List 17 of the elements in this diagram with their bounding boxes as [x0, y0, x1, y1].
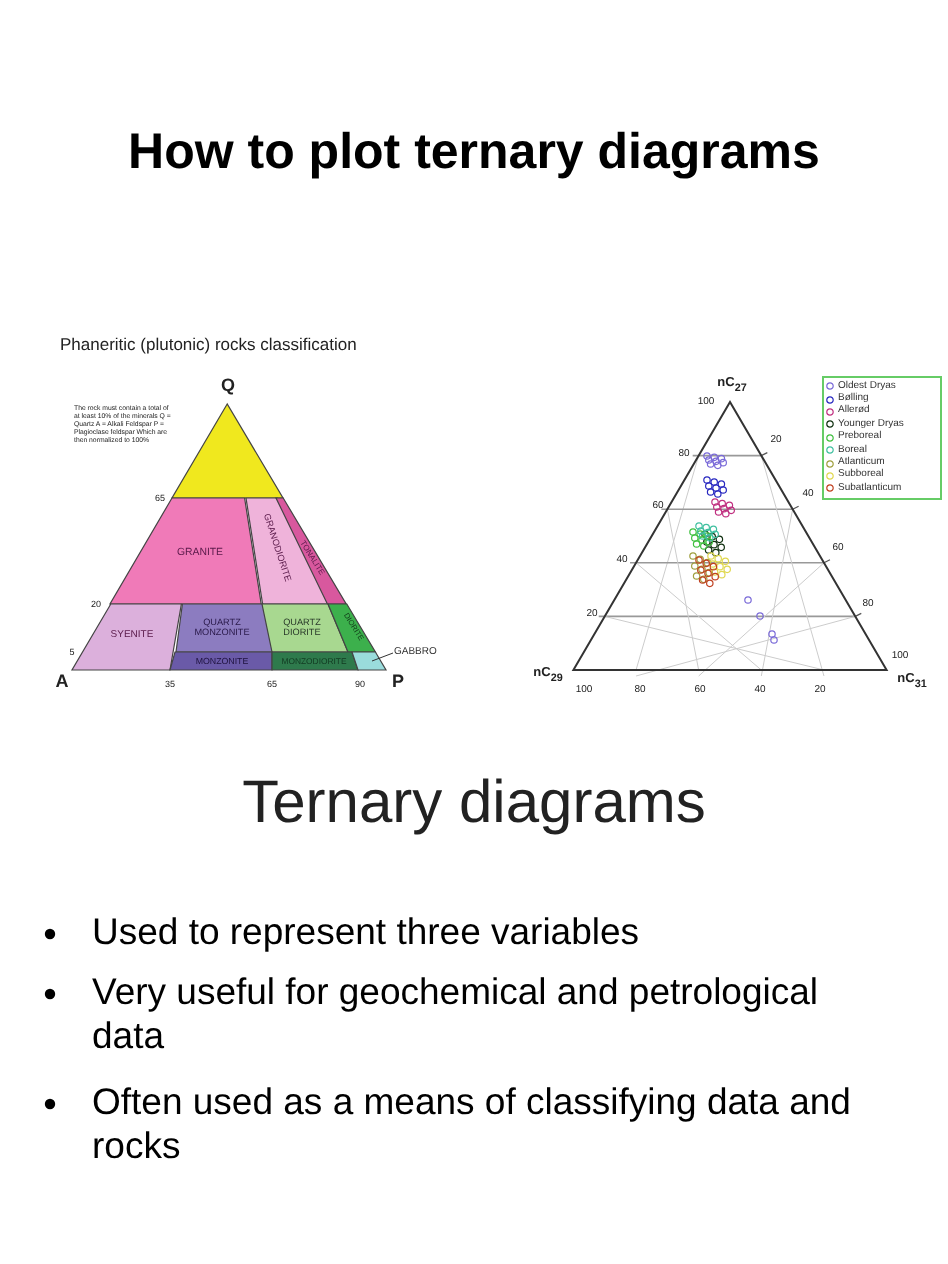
- rock-field: [272, 652, 358, 670]
- rock-field: [170, 652, 272, 670]
- triangle-field: [172, 404, 284, 498]
- bullet-item: Used to represent three variables: [92, 910, 642, 955]
- vertex-label: Q: [221, 375, 235, 397]
- bullet-item: Very useful for geochemical and petrological data: [92, 970, 821, 1059]
- figure-subtitle: Phaneritic (plutonic) rocks classification: [60, 333, 357, 355]
- vertex-label: P: [392, 671, 404, 693]
- rock-field: [110, 498, 262, 604]
- slide-title: How to plot ternary diagrams: [126, 124, 822, 182]
- rock-field: [72, 604, 182, 670]
- rock-field: [328, 604, 376, 652]
- quadrilateral-field: [352, 652, 386, 670]
- bullet-item: Often used as a means of classifying data and rocks: [92, 1080, 853, 1169]
- section-heading: Ternary diagrams: [242, 768, 706, 840]
- leader-line: [371, 652, 394, 662]
- vertex-label: A: [55, 671, 69, 693]
